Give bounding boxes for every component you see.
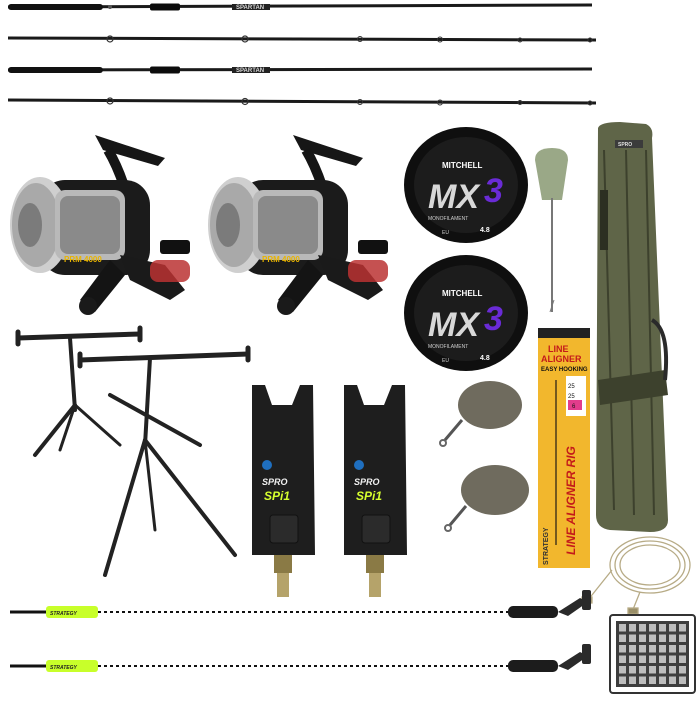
tackle-item <box>619 624 626 632</box>
tackle-item <box>679 655 686 663</box>
lead-weight-bottom <box>444 465 529 532</box>
spool-code-label: EU <box>442 358 449 364</box>
bite-alarm-right: SPRO SPi1 <box>344 385 407 597</box>
reel-model-label: PRM 4000 <box>64 255 102 264</box>
hanger-indicator-bottom: STRATEGY <box>10 644 591 672</box>
rod-3: SPARTAN <box>7 66 593 74</box>
tackle-item <box>629 645 636 653</box>
tackle-item <box>639 634 646 642</box>
aligner-subtitle: EASY HOOKING <box>541 367 588 373</box>
holdall-logo: SPRO <box>618 142 632 148</box>
tackle-item <box>619 645 626 653</box>
alarm-brand-label: SPRO <box>262 477 288 487</box>
tackle-item <box>639 655 646 663</box>
aligner-size-b: 25 <box>568 394 575 400</box>
tackle-item <box>669 666 676 674</box>
tackle-item <box>619 655 626 663</box>
tackle-item <box>679 624 686 632</box>
tackle-compartments <box>619 624 686 684</box>
tackle-item <box>619 634 626 642</box>
tackle-item <box>629 634 636 642</box>
tackle-item <box>659 624 666 632</box>
spool-model-number: 3 <box>484 300 503 338</box>
leadcore-coil <box>581 536 691 615</box>
hanger-brand-label: STRATEGY <box>50 611 78 617</box>
alarm-brand-label: SPRO <box>354 477 380 487</box>
tackle-item <box>679 676 686 684</box>
tackle-item <box>659 634 666 642</box>
rod-brand-label: SPARTAN <box>236 68 264 74</box>
line-spool-bottom: MITCHELL MX 3 MONOFILAMENT EU 4.8 <box>404 255 528 371</box>
terminal-tackle-box <box>609 614 696 694</box>
spool-model-number: 3 <box>484 172 503 210</box>
tackle-item <box>669 634 676 642</box>
tackle-item <box>659 655 666 663</box>
tackle-item <box>619 676 626 684</box>
aligner-title-line1: LINE <box>548 344 569 354</box>
line-aligner-rig-pack: LINE ALIGNER EASY HOOKING 25 25 6 LINE A… <box>538 328 590 568</box>
hanger-brand-label: STRATEGY <box>50 665 78 671</box>
tackle-item <box>629 666 636 674</box>
aligner-vertical-label: LINE ALIGNER RIG <box>564 446 578 555</box>
spool-brand-label: MITCHELL <box>442 289 483 298</box>
tackle-item <box>659 676 666 684</box>
tackle-item <box>669 676 676 684</box>
tackle-item <box>629 624 636 632</box>
spool-brand-label: MITCHELL <box>442 161 483 170</box>
rod-1: SPARTAN <box>7 3 593 11</box>
rod-4 <box>7 97 597 106</box>
hanger-indicator-top: STRATEGY <box>10 590 591 618</box>
alarm-model-label: SPi1 <box>356 489 382 503</box>
reel-right: PRM 4000 <box>208 135 388 315</box>
spool-type-label: MONOFILAMENT <box>428 344 468 350</box>
tackle-item <box>669 624 676 632</box>
tackle-item <box>679 666 686 674</box>
bite-alarm-left: SPRO SPi1 <box>252 385 315 597</box>
aligner-size-a: 25 <box>568 384 575 390</box>
lead-weight-top <box>439 381 522 447</box>
rod-2 <box>7 35 597 43</box>
tackle-item <box>629 655 636 663</box>
tackle-item <box>649 666 656 674</box>
tackle-item <box>669 645 676 653</box>
tackle-item <box>679 634 686 642</box>
tackle-item <box>639 624 646 632</box>
spool-type-label: MONOFILAMENT <box>428 216 468 222</box>
aligner-hook-size: 6 <box>572 404 576 410</box>
spool-model-label: MX <box>428 178 481 216</box>
spool-code-label: EU <box>442 230 449 236</box>
reel-model-label: PRM 4000 <box>262 255 300 264</box>
spool-size-label: 4.8 <box>480 355 490 362</box>
tackle-item <box>659 645 666 653</box>
tackle-item <box>669 655 676 663</box>
aligner-brand-label: STRATEGY <box>543 527 550 565</box>
tackle-item <box>649 676 656 684</box>
tackle-item <box>649 645 656 653</box>
tackle-item <box>639 645 646 653</box>
baiting-needle <box>535 148 568 313</box>
line-spool-top: MITCHELL MX 3 MONOFILAMENT EU 4.8 <box>404 127 528 243</box>
tackle-item <box>649 634 656 642</box>
tackle-item <box>679 645 686 653</box>
spool-size-label: 4.8 <box>480 227 490 234</box>
aligner-title-line2: ALIGNER <box>541 354 582 364</box>
tackle-item <box>629 676 636 684</box>
rod-pod <box>15 325 251 577</box>
tackle-item <box>649 624 656 632</box>
tackle-item <box>639 666 646 674</box>
rod-holdall: SPRO <box>596 122 669 532</box>
tackle-item <box>659 666 666 674</box>
alarm-model-label: SPi1 <box>264 489 290 503</box>
spool-model-label: MX <box>428 306 481 344</box>
tackle-item <box>639 676 646 684</box>
rod-brand-label: SPARTAN <box>236 5 264 11</box>
tackle-item <box>619 666 626 674</box>
reel-left: PRM 4000 <box>10 135 190 315</box>
tackle-item <box>649 655 656 663</box>
fishing-rods: SPARTAN SPARTAN <box>7 3 597 106</box>
